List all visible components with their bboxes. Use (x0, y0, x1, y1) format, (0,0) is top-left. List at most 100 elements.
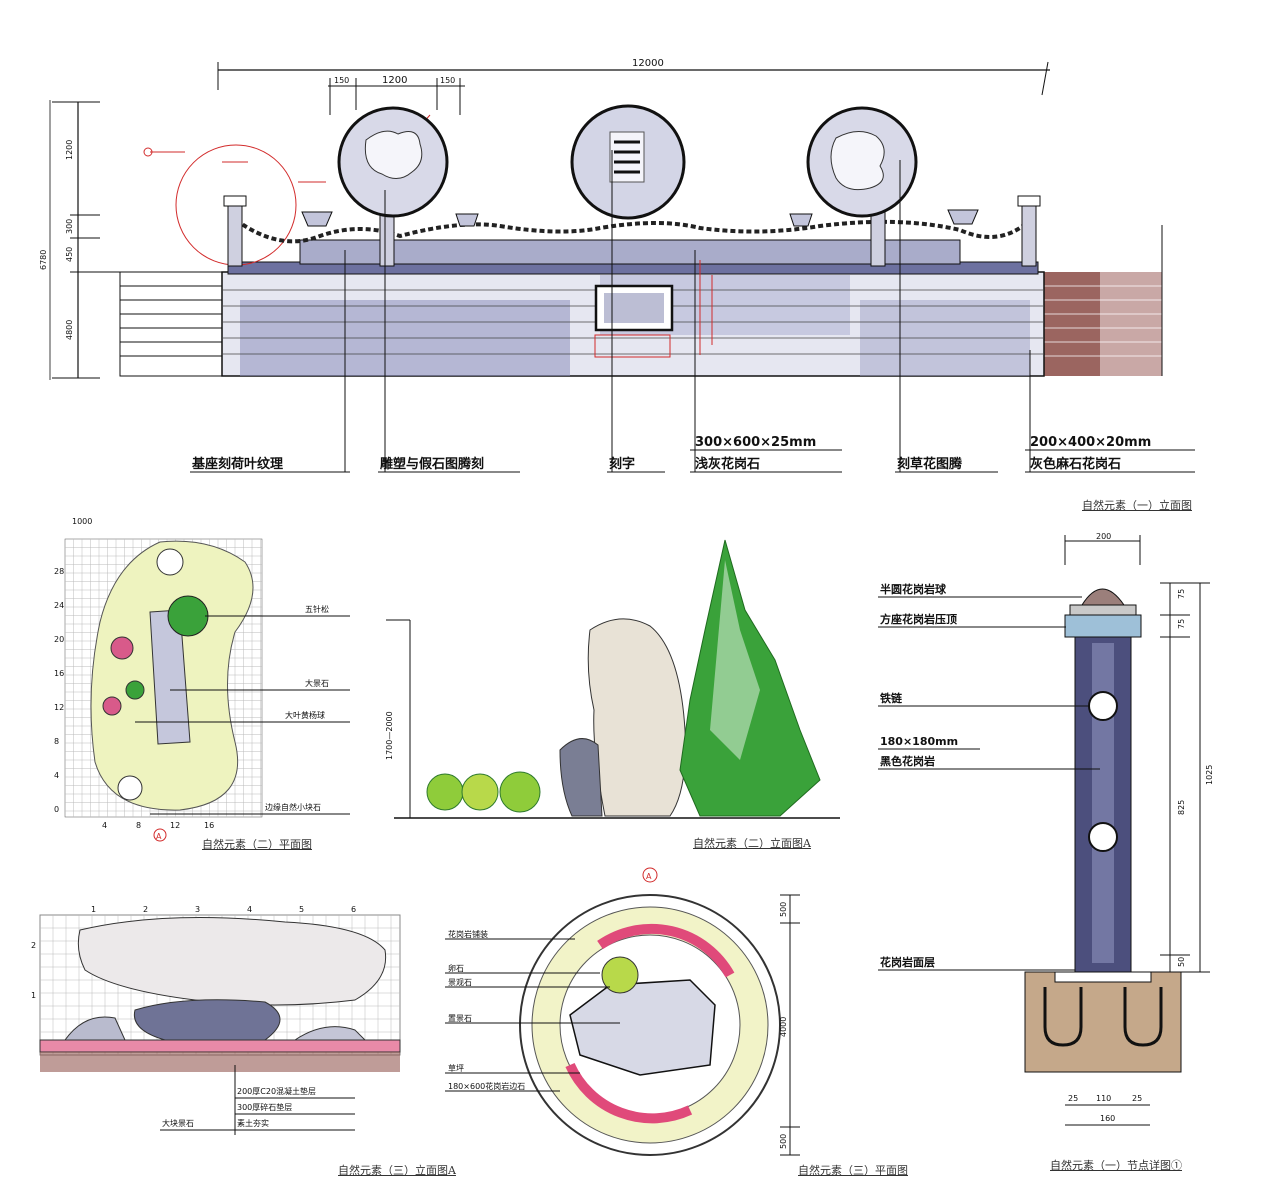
dim-110: 110 (1096, 1094, 1111, 1103)
note-gravel: 300厚碎石垫层 (237, 1102, 292, 1112)
col-tick-1: 1 (91, 905, 96, 914)
label-light-granite: 浅灰花岗石 (695, 456, 760, 472)
section-marker-circle (153, 828, 167, 842)
chain (234, 218, 1032, 244)
dim-left-1200: 1200 (65, 140, 74, 160)
plan-2-callouts: 五针松 大景石 大叶黄杨球 边缘自然小块石 (135, 604, 350, 815)
pine-highlight (710, 560, 760, 760)
cap-base (1069, 604, 1137, 616)
left-slat-wall (119, 271, 226, 377)
col-tick-2: 2 (143, 905, 148, 914)
elevation-3-col-ticks: 1 2 3 4 5 6 (91, 905, 356, 914)
elevation-1-labels: 基座刻荷叶纹理 雕塑与假石图腾刻 刻字 300×600×25mm 浅灰花岗石 刻… (190, 435, 1195, 473)
lawn-patch (601, 956, 639, 994)
plan-3-callouts: 花岗岩铺装 卵石 景观石 置景石 草坪 180×600花岗岩边石 (445, 929, 620, 1092)
callout-paving: 花岗岩铺装 (448, 929, 488, 939)
pink-border-bottom (565, 1062, 693, 1124)
x-tick-12: 12 (170, 821, 180, 830)
cap-stone (1064, 614, 1142, 638)
dim-150-a: 150 (334, 76, 349, 85)
plan-2-panel: 1000 五针松 大景石 大叶黄杨球 边缘自然小块石 28 24 20 16 1… (40, 512, 370, 852)
label-base-carving: 基座刻荷叶纹理 (191, 456, 283, 472)
plan-3-marker: A (646, 872, 652, 881)
y-tick-24: 24 (54, 601, 64, 610)
callout-surface: 花岗岩面层 (880, 955, 935, 969)
note-big-rock: 大块景石 (162, 1118, 194, 1128)
y-tick-4: 4 (54, 771, 59, 780)
caption-elevation-2: 自然元素（二）立面图A (693, 837, 811, 850)
post-highlight (1092, 643, 1114, 963)
y-tick-16: 16 (54, 669, 64, 678)
dim-150-b: 150 (440, 76, 455, 85)
row-tick-1: 1 (31, 991, 36, 1000)
col-tick-4: 4 (247, 905, 252, 914)
label-engraving: 刻字 (609, 456, 635, 472)
x-tick-16: 16 (204, 821, 214, 830)
medallion-center (570, 104, 686, 220)
y-tick-0: 0 (54, 805, 59, 814)
pink-border-top (597, 923, 735, 978)
dark-rock (559, 738, 603, 817)
y-tick-12: 12 (54, 703, 64, 712)
paving-band (39, 1039, 401, 1053)
callout-hemisphere: 半圆花岗岩球 (880, 582, 947, 596)
ground-layer (40, 1052, 400, 1072)
shrub-middle (461, 773, 499, 811)
elevation-3-panel: 1 2 3 4 5 6 2 1 200厚C20混凝土垫层 300厚碎石垫层 素土… (25, 900, 456, 1190)
callout-cap-stone: 方座花岗岩压顶 (880, 612, 957, 626)
caption-elevation-3: 自然元素（三）立面图A (338, 1164, 456, 1177)
x-tick-8: 8 (136, 821, 141, 830)
caption-detail: 自然元素（一）节点详图① (1050, 1159, 1182, 1172)
dim-75-a: 75 (1177, 589, 1186, 599)
chain-hole-lower (1088, 822, 1118, 852)
callout-pebbles: 卵石 (448, 963, 464, 973)
plan-2-drawing: 1000 五针松 大景石 大叶黄杨球 边缘自然小块石 28 24 20 16 1… (54, 517, 350, 842)
dim-160: 160 (1100, 1114, 1115, 1123)
callout-edge-stone: 180×600花岗岩边石 (448, 1081, 525, 1091)
note-concrete: 200厚C20混凝土垫层 (237, 1086, 316, 1096)
elevation-1-drawing: 12000 150 1200 150 6780 1200 300 450 480… (39, 58, 1195, 473)
y-tick-8: 8 (54, 737, 59, 746)
callout-edge-stones: 边缘自然小块石 (265, 802, 321, 812)
callout-landscape-stone: 景观石 (448, 978, 472, 987)
plan-2-x-ticks: 4 8 12 16 (102, 821, 214, 830)
shrub-pink-2 (102, 696, 122, 716)
left-dimensions: 6780 1200 300 450 4800 (39, 100, 120, 380)
callout-boxwood: 大叶黄杨球 (285, 710, 325, 720)
shrub-green-1 (125, 680, 145, 700)
dim-75-b: 75 (1177, 619, 1186, 629)
x-tick-4: 4 (102, 821, 107, 830)
shrub-ball-top (156, 548, 184, 576)
section-marker: A (156, 832, 162, 841)
plan-3-panel: A 花岗岩铺装 卵石 景观石 置景石 草坪 180×600花岗岩边石 500 4… (440, 865, 908, 1190)
chain-hole-upper (1088, 691, 1118, 721)
brick-base (221, 271, 1045, 377)
shrub-right (499, 771, 541, 813)
plan-2-y-ticks: 28 24 20 16 12 8 4 0 (54, 567, 64, 814)
upper-platform (227, 239, 1039, 275)
top-slab-rock (77, 917, 387, 1006)
dim-50: 50 (1177, 957, 1186, 967)
label-grey-granite: 灰色麻石花岗石 (1030, 456, 1121, 472)
dim-25-b: 25 (1132, 1094, 1142, 1103)
dim-left-total: 6780 (39, 250, 48, 270)
elevation-3-drawing: 1 2 3 4 5 6 2 1 200厚C20混凝土垫层 300厚碎石垫层 素土… (31, 905, 401, 1135)
foundation (1024, 971, 1182, 1073)
callout-size: 180×180mm (880, 735, 958, 748)
note-soil: 素土夯实 (237, 1118, 269, 1128)
pine-shrub (167, 595, 209, 637)
dim-1200: 1200 (382, 75, 407, 86)
leader-lines (344, 150, 1031, 472)
plan-2-scale-label: 1000 (72, 517, 92, 526)
urns (301, 209, 979, 227)
shrub-pink-1 (110, 636, 134, 660)
medallion-left (337, 106, 449, 218)
label-flower-totem: 刻草花图腾 (897, 456, 963, 472)
shrub-left (426, 773, 464, 811)
plan-3-right-dims: 500 4000 500 (779, 894, 800, 1156)
detail-right-dims: 75 75 825 1025 50 (1160, 582, 1214, 973)
right-slat-wall (1042, 225, 1163, 376)
plan-3-dim-500-a: 500 (779, 902, 788, 917)
height-dim: 1700—2000 (385, 711, 394, 760)
dim-total: 12000 (632, 58, 664, 69)
